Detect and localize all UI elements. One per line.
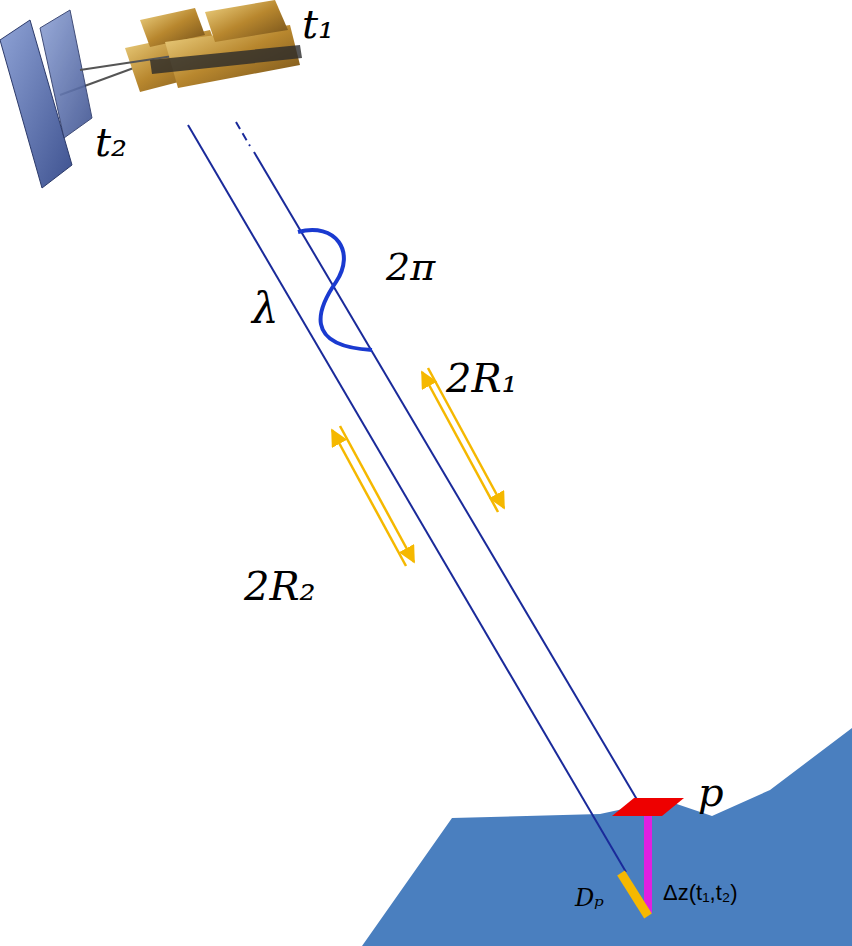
satellite-t1 (40, 0, 302, 138)
time-label: t₂ (95, 122, 127, 162)
point-label: p (698, 772, 724, 812)
phase-label: 2π (386, 248, 435, 286)
vertical-displacement (644, 812, 652, 913)
satellite-t2 (0, 8, 225, 188)
time-label: t₁ (302, 4, 334, 44)
pixel-p (612, 798, 684, 816)
range-arrow-up (332, 430, 406, 566)
range-arrow-down (340, 426, 414, 562)
line-of-sight-t1 (254, 152, 642, 808)
range-label: 2R₁ (446, 358, 518, 398)
terrain (362, 728, 852, 946)
wavelength-wave (298, 230, 372, 350)
wavelength-label: λ (252, 288, 279, 330)
line-of-sight-t2 (188, 125, 626, 872)
displacement-label: Δz(t₁,t₂) (663, 882, 738, 904)
los-displacement (621, 873, 648, 916)
displacement-label: Dₚ (575, 886, 604, 910)
range-label: 2R₂ (244, 566, 316, 606)
line-of-sight-t1-start (236, 122, 250, 146)
